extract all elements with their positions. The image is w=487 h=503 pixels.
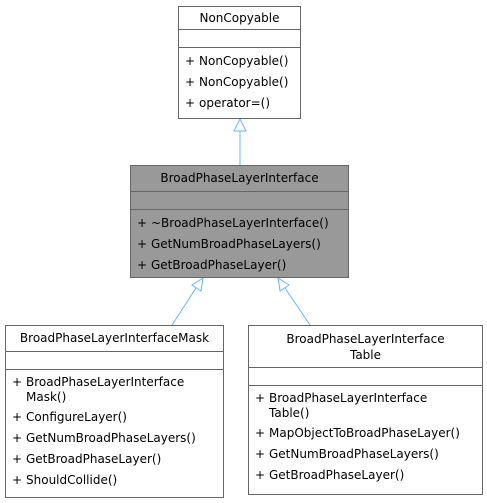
class-attributes <box>6 352 223 370</box>
class-attributes <box>131 192 348 210</box>
class-broadphaselayerinterfacetable[interactable]: BroadPhaseLayerInterface Table + BroadPh… <box>248 325 483 495</box>
class-title: NonCopyable <box>179 7 300 30</box>
operation-row[interactable]: + NonCopyable() <box>179 51 300 72</box>
class-operations: + BroadPhaseLayerInterface Mask() + Conf… <box>6 370 223 491</box>
operation-name: GetNumBroadPhaseLayers() <box>151 237 321 251</box>
visibility-marker: + <box>12 473 23 487</box>
operation-row[interactable]: + operator=() <box>179 93 300 114</box>
operation-name: ~BroadPhaseLayerInterface() <box>151 216 329 230</box>
operation-name: GetBroadPhaseLayer() <box>26 452 162 466</box>
class-title: BroadPhaseLayerInterface <box>131 166 348 192</box>
operation-name: BroadPhaseLayerInterface Mask() <box>26 375 185 404</box>
operation-name: NonCopyable() <box>199 54 289 68</box>
operation-row[interactable]: + GetNumBroadPhaseLayers() <box>131 234 348 255</box>
visibility-marker: + <box>185 96 196 110</box>
class-broadphaselayerinterface[interactable]: BroadPhaseLayerInterface + ~BroadPhaseLa… <box>130 165 349 278</box>
operation-name: GetBroadPhaseLayer() <box>151 258 287 272</box>
operation-row[interactable]: + GetNumBroadPhaseLayers() <box>249 444 482 465</box>
visibility-marker: + <box>255 391 266 405</box>
operation-name: BroadPhaseLayerInterface Table() <box>269 391 428 420</box>
visibility-marker: + <box>137 216 148 230</box>
arrowhead-interface-left <box>191 276 204 292</box>
class-noncopyable[interactable]: NonCopyable + NonCopyable() + NonCopyabl… <box>178 6 301 119</box>
operation-name: MapObjectToBroadPhaseLayer() <box>269 426 460 440</box>
visibility-marker: + <box>255 468 266 482</box>
operation-name: operator=() <box>199 96 271 110</box>
edge-table-to-interface <box>284 287 311 326</box>
class-operations: + NonCopyable() + NonCopyable() + operat… <box>179 48 300 114</box>
class-title: BroadPhaseLayerInterface Table <box>249 326 482 368</box>
visibility-marker: + <box>137 258 148 272</box>
operation-row[interactable]: + BroadPhaseLayerInterface Mask() <box>6 373 223 407</box>
visibility-marker: + <box>12 410 23 424</box>
operation-row[interactable]: + ~BroadPhaseLayerInterface() <box>131 213 348 234</box>
operation-row[interactable]: + MapObjectToBroadPhaseLayer() <box>249 423 482 444</box>
operation-row[interactable]: + ShouldCollide() <box>6 470 223 491</box>
operation-row[interactable]: + GetBroadPhaseLayer() <box>6 449 223 470</box>
visibility-marker: + <box>12 452 23 466</box>
class-broadphaselayerinterfacemask[interactable]: BroadPhaseLayerInterfaceMask + BroadPhas… <box>5 325 224 498</box>
visibility-marker: + <box>255 447 266 461</box>
operation-name: GetBroadPhaseLayer() <box>269 468 405 482</box>
operation-row[interactable]: + GetNumBroadPhaseLayers() <box>6 428 223 449</box>
arrowhead-noncopyable <box>233 117 247 132</box>
visibility-marker: + <box>12 375 23 389</box>
operation-row[interactable]: + GetBroadPhaseLayer() <box>249 465 482 486</box>
visibility-marker: + <box>137 237 148 251</box>
operation-row[interactable]: + BroadPhaseLayerInterface Table() <box>249 389 482 423</box>
visibility-marker: + <box>185 54 196 68</box>
operation-name: ShouldCollide() <box>26 473 118 487</box>
class-operations: + BroadPhaseLayerInterface Table() + Map… <box>249 386 482 486</box>
arrowhead-interface-right <box>277 276 290 292</box>
operation-name: NonCopyable() <box>199 75 289 89</box>
visibility-marker: + <box>185 75 196 89</box>
visibility-marker: + <box>255 426 266 440</box>
operation-row[interactable]: + ConfigureLayer() <box>6 407 223 428</box>
class-operations: + ~BroadPhaseLayerInterface() + GetNumBr… <box>131 210 348 276</box>
operation-name: GetNumBroadPhaseLayers() <box>26 431 196 445</box>
operation-row[interactable]: + NonCopyable() <box>179 72 300 93</box>
operation-row[interactable]: + GetBroadPhaseLayer() <box>131 255 348 276</box>
class-title: BroadPhaseLayerInterfaceMask <box>6 326 223 352</box>
operation-name: ConfigureLayer() <box>26 410 127 424</box>
class-attributes <box>249 368 482 386</box>
visibility-marker: + <box>12 431 23 445</box>
operation-name: GetNumBroadPhaseLayers() <box>269 447 439 461</box>
class-attributes <box>179 30 300 48</box>
edge-mask-to-interface <box>171 287 197 326</box>
